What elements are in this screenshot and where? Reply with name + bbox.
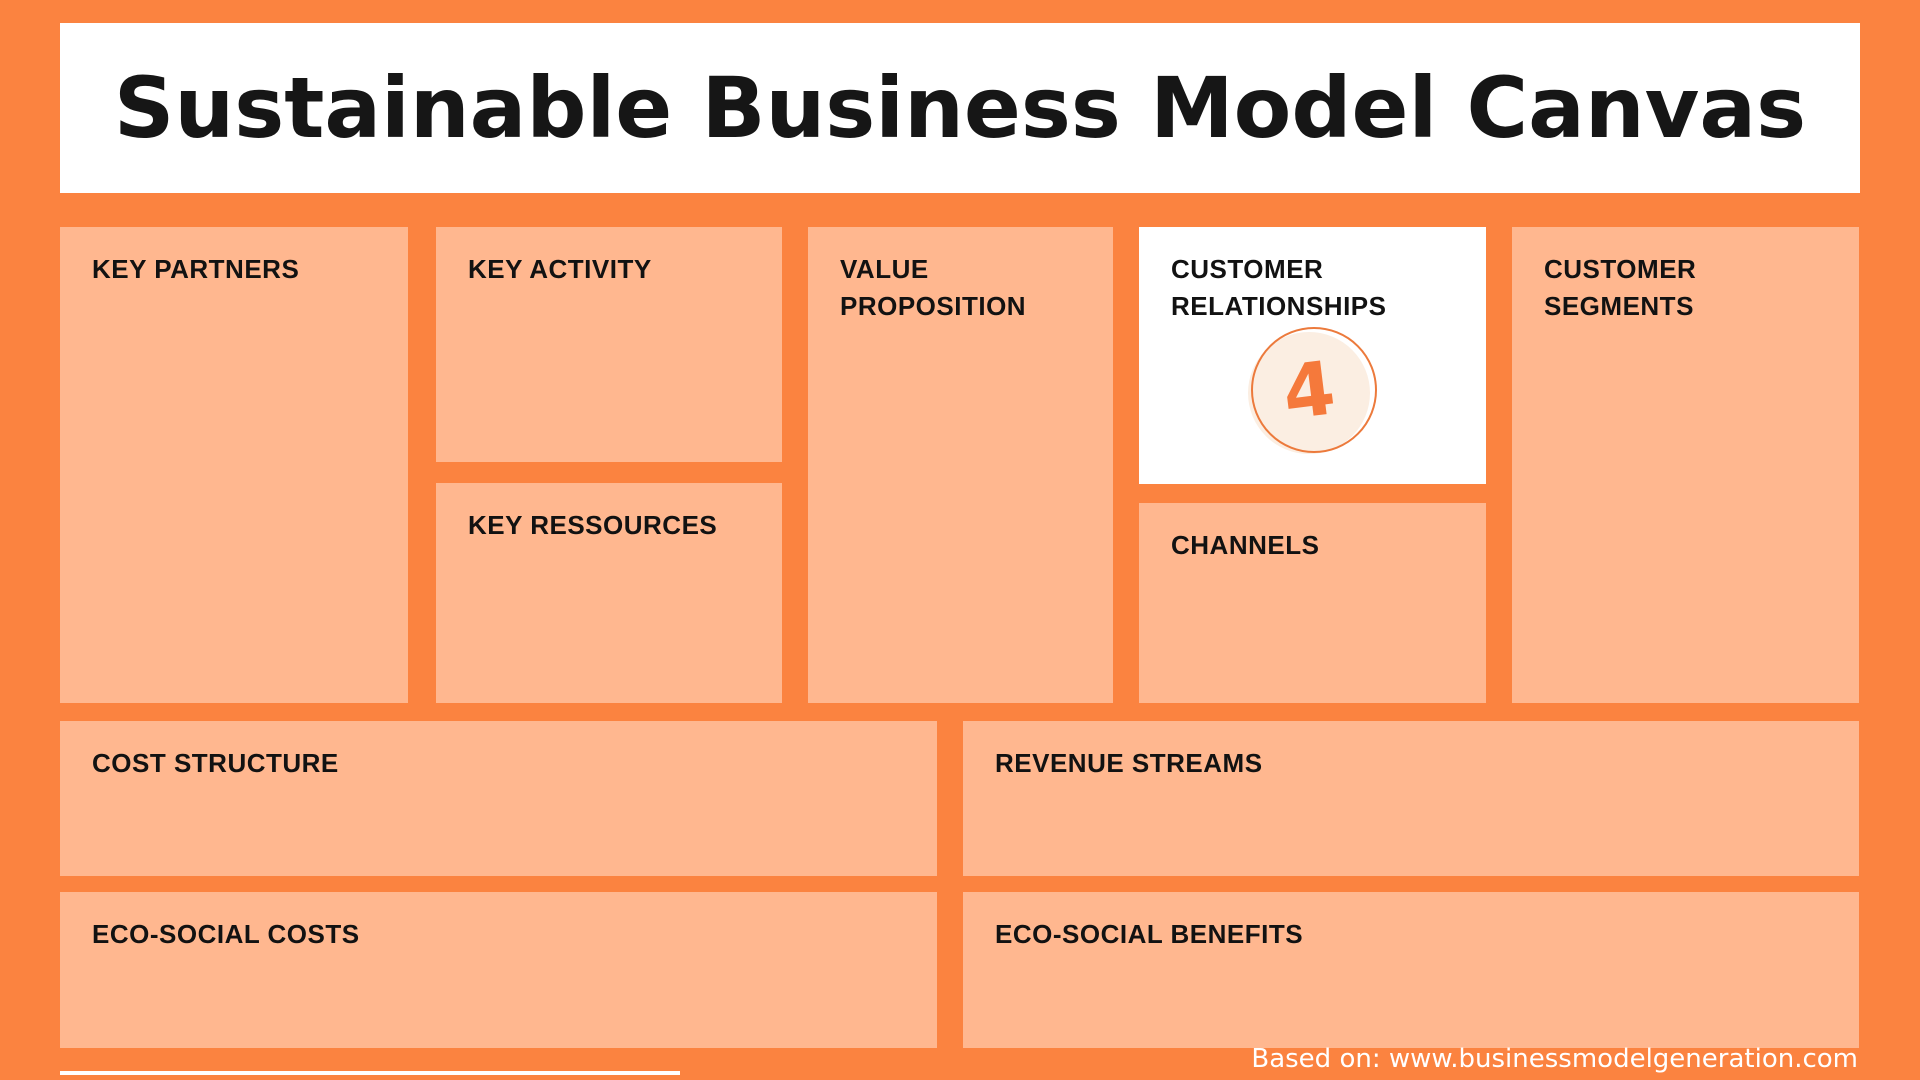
customer-relationships-label: CUSTOMER RELATIONSHIPS (1171, 254, 1387, 321)
revenue-streams-box: REVENUE STREAMS (963, 721, 1859, 876)
eco-social-benefits-box: ECO-SOCIAL BENEFITS (963, 892, 1859, 1048)
key-ressources-label: KEY RESSOURCES (468, 510, 718, 540)
footer-underline (60, 1071, 680, 1075)
revenue-streams-label: REVENUE STREAMS (995, 748, 1263, 778)
badge-ring (1251, 327, 1377, 453)
key-activity-box: KEY ACTIVITY (436, 227, 782, 462)
value-proposition-box: VALUE PROPOSITION (808, 227, 1113, 703)
key-ressources-box: KEY RESSOURCES (436, 483, 782, 703)
customer-relationships-box: CUSTOMER RELATIONSHIPS 4 (1139, 227, 1486, 484)
channels-label: CHANNELS (1171, 530, 1320, 560)
cost-structure-box: COST STRUCTURE (60, 721, 937, 876)
attribution-text: Based on: www.businessmodelgeneration.co… (1251, 1044, 1858, 1074)
customer-segments-label: CUSTOMER SEGMENTS (1544, 254, 1697, 321)
cost-structure-label: COST STRUCTURE (92, 748, 339, 778)
eco-social-costs-label: ECO-SOCIAL COSTS (92, 919, 360, 949)
key-partners-box: KEY PARTNERS (60, 227, 408, 703)
key-partners-label: KEY PARTNERS (92, 254, 300, 284)
channels-box: CHANNELS (1139, 503, 1486, 703)
badge-number: 4 (1278, 345, 1340, 437)
value-proposition-label: VALUE PROPOSITION (840, 254, 1027, 321)
page-title: Sustainable Business Model Canvas (113, 59, 1807, 157)
eco-social-costs-box: ECO-SOCIAL COSTS (60, 892, 937, 1048)
title-bar: Sustainable Business Model Canvas (60, 23, 1860, 193)
eco-social-benefits-label: ECO-SOCIAL BENEFITS (995, 919, 1304, 949)
key-activity-label: KEY ACTIVITY (468, 254, 652, 284)
customer-segments-box: CUSTOMER SEGMENTS (1512, 227, 1859, 703)
